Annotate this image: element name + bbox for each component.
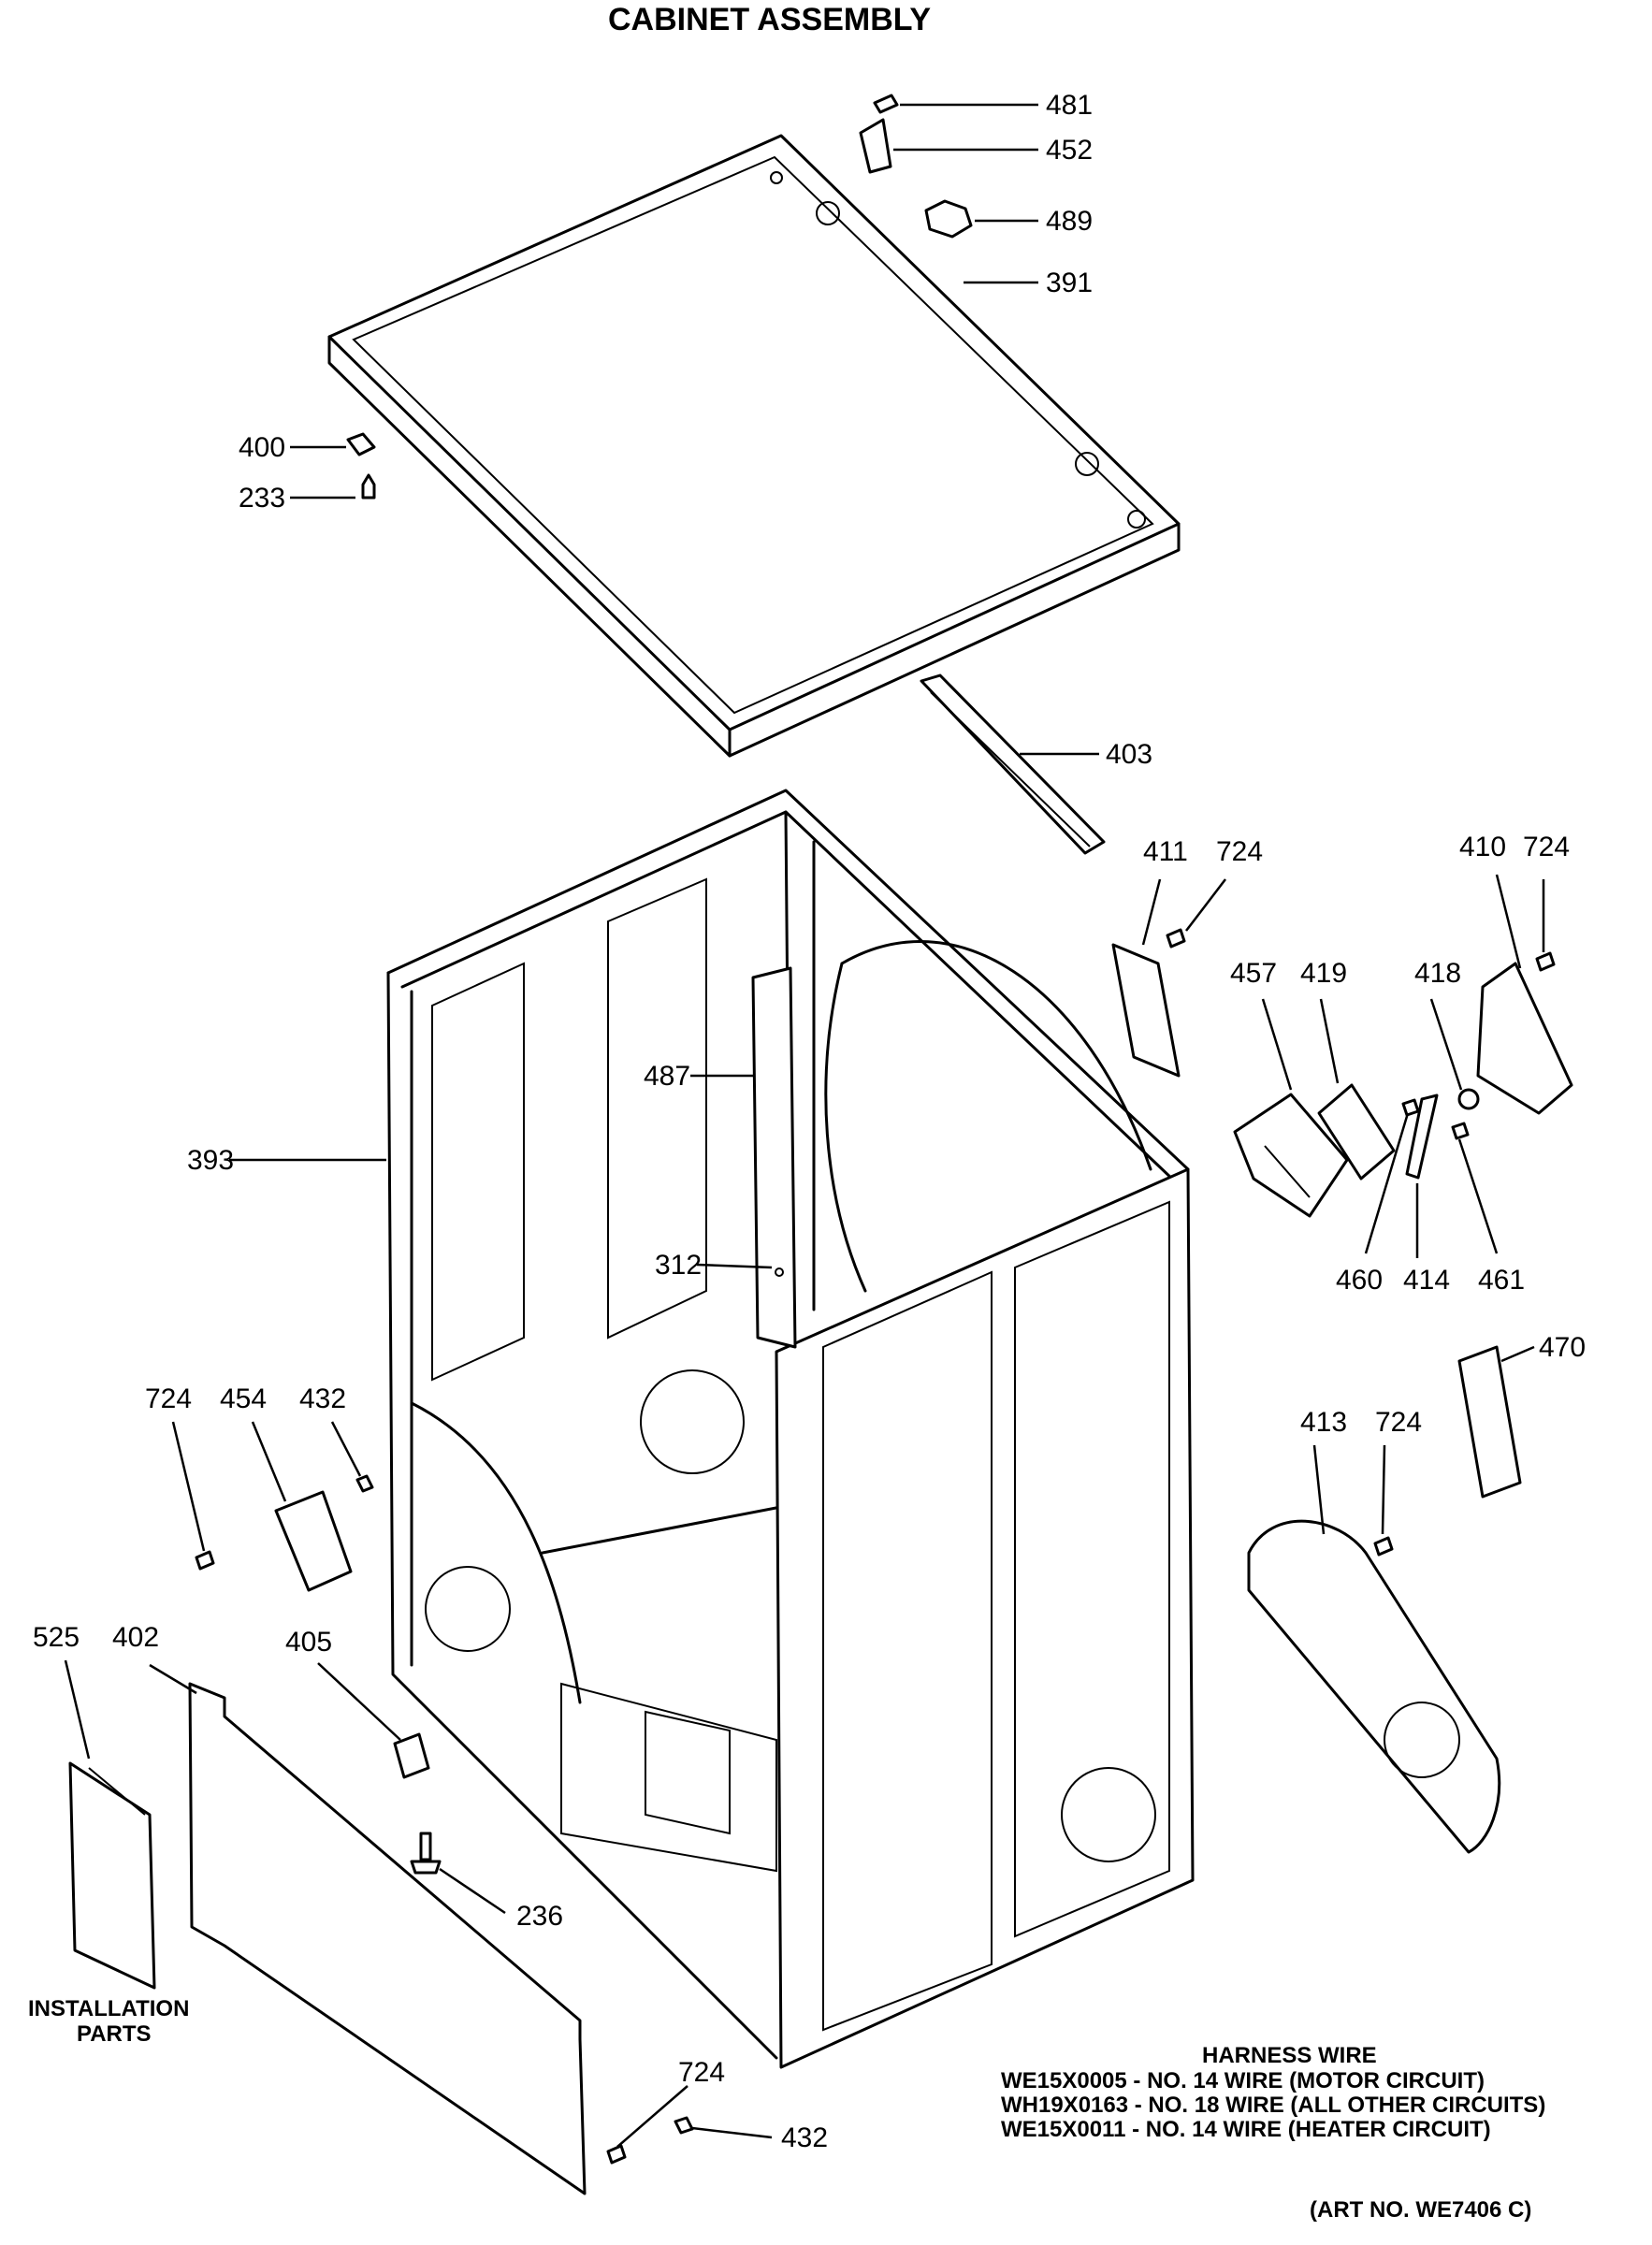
duct-487 [690, 966, 797, 1349]
label-724-upper: 724 [1216, 836, 1263, 867]
screw-724-left [171, 1421, 215, 1571]
label-391: 391 [1046, 268, 1093, 298]
clip-400 [290, 432, 376, 456]
label-432-upper: 432 [299, 1383, 346, 1414]
harness-line-2: WH19X0163 - NO. 18 WIRE (ALL OTHER CIRCU… [1001, 2093, 1545, 2118]
label-481: 481 [1046, 90, 1093, 121]
cabinet-body [229, 789, 1195, 2069]
screw-461 [1451, 1122, 1499, 1254]
screw-481 [873, 94, 1038, 114]
label-489: 489 [1046, 206, 1093, 237]
label-393: 393 [187, 1145, 234, 1176]
label-400: 400 [239, 432, 285, 463]
label-413: 413 [1300, 1407, 1347, 1438]
label-470: 470 [1539, 1332, 1586, 1363]
label-418: 418 [1414, 958, 1461, 989]
bracket-457 [1233, 998, 1349, 1218]
label-432-lower: 432 [781, 2122, 828, 2153]
label-405: 405 [285, 1627, 332, 1658]
label-461: 461 [1478, 1265, 1525, 1296]
support-bracket-403 [920, 674, 1106, 855]
installation-label-line1: INSTALLATION [28, 1996, 189, 2021]
clip-432-lower [674, 2116, 773, 2139]
screw-724-mid-right [1373, 1444, 1394, 1557]
label-724-bottom: 724 [678, 2057, 725, 2088]
label-724-right: 724 [1523, 832, 1570, 862]
harness-line-3: WE15X0011 - NO. 14 WIRE (HEATER CIRCUIT) [1001, 2117, 1491, 2142]
label-410: 410 [1459, 832, 1506, 862]
plate-411 [1111, 878, 1181, 1078]
installation-parts-525 [64, 1659, 156, 1990]
installation-label-line2: PARTS [77, 2021, 152, 2047]
art-number: (ART NO. WE7406 C) [1310, 2197, 1531, 2223]
label-312: 312 [655, 1250, 702, 1281]
label-525: 525 [33, 1622, 80, 1653]
screw-233 [290, 473, 376, 500]
label-402: 402 [112, 1622, 159, 1653]
label-724-mid-right: 724 [1375, 1407, 1422, 1438]
screw-724-right [1535, 879, 1556, 972]
label-457: 457 [1230, 958, 1277, 989]
label-419: 419 [1300, 958, 1347, 989]
label-411: 411 [1143, 836, 1188, 867]
label-487: 487 [644, 1061, 690, 1092]
duct-cover-413 [1247, 1444, 1501, 1854]
leveling-leg-236 [410, 1832, 506, 1915]
label-233: 233 [239, 483, 285, 514]
clip-405 [317, 1662, 430, 1779]
label-460: 460 [1336, 1265, 1383, 1296]
diagram-title: CABINET ASSEMBLY [608, 2, 931, 37]
toe-panel-402 [149, 1663, 587, 2195]
label-236: 236 [516, 1901, 563, 1932]
label-414: 414 [1403, 1265, 1450, 1296]
harness-wire-note: HARNESS WIRE WE15X0005 - NO. 14 WIRE (MO… [1001, 2043, 1545, 2142]
label-452: 452 [1046, 135, 1093, 166]
harness-line-1: WE15X0005 - NO. 14 WIRE (MOTOR CIRCUIT) [1001, 2068, 1485, 2093]
screw-460 [1364, 1098, 1420, 1254]
cover-470 [1457, 1345, 1535, 1499]
label-724-left: 724 [145, 1383, 192, 1414]
strap-414 [1405, 1094, 1439, 1258]
screw-724-bottom [606, 2085, 688, 2165]
switch-454 [251, 1421, 353, 1592]
terminal-block-419 [1317, 998, 1396, 1180]
screw-724-upper [1166, 878, 1226, 949]
harness-heading: HARNESS WIRE [1202, 2043, 1377, 2068]
label-454: 454 [220, 1383, 267, 1414]
top-cover [327, 134, 1181, 758]
hinge-452 [859, 118, 1038, 174]
grommet-418 [1429, 998, 1480, 1110]
nut-489 [924, 199, 1038, 239]
label-403: 403 [1106, 739, 1152, 770]
clip-432-upper [330, 1421, 374, 1493]
cover-410 [1476, 874, 1573, 1115]
